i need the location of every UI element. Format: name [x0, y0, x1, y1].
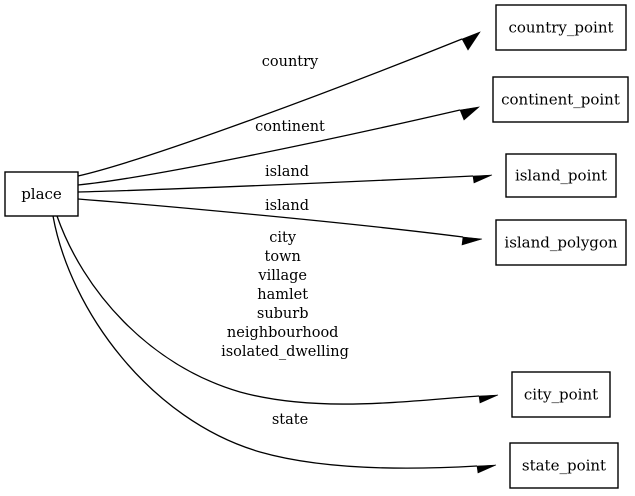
- edge-label-island-polygon: island: [265, 198, 309, 214]
- edge-label-continent: continent: [255, 119, 325, 135]
- node-state-point-box: [509, 442, 619, 489]
- arrowhead-city: [478, 394, 499, 404]
- edge-label-state: state: [272, 412, 308, 428]
- node-city-point-box: [511, 371, 611, 418]
- node-island-polygon[interactable]: island_polygon: [495, 219, 627, 266]
- node-island-polygon-box: [495, 219, 627, 266]
- edge-label-city-line-1: city: [269, 230, 297, 246]
- edge-path-continent: [77, 109, 461, 186]
- node-country-point-label: country_point: [508, 19, 613, 37]
- edge-path-country: [77, 38, 463, 177]
- edge-label-island-point: island: [265, 164, 309, 180]
- edge-label-city-group: city town village hamlet suburb neighbou…: [221, 230, 349, 360]
- node-country-point-box: [495, 4, 627, 51]
- edge-label-city-line-7: isolated_dwelling: [221, 344, 349, 360]
- edges-layer: country continent island island: [52, 31, 499, 474]
- node-island-point-box: [505, 153, 617, 198]
- edge-path-state: [52, 215, 478, 469]
- edge-label-city-line-5: suburb: [257, 306, 309, 322]
- node-state-point-label: state_point: [522, 457, 606, 475]
- edge-place-to-continent-point[interactable]: continent: [77, 106, 480, 186]
- edge-place-to-country-point[interactable]: country: [77, 31, 481, 177]
- edge-place-to-island-polygon[interactable]: island: [77, 198, 483, 246]
- edge-path-island-point: [77, 175, 474, 193]
- node-city-point-label: city_point: [524, 386, 598, 404]
- edge-place-to-state-point[interactable]: state: [52, 215, 497, 474]
- node-continent-point-label: continent_point: [501, 91, 620, 109]
- node-island-point[interactable]: island_point: [505, 153, 617, 198]
- edge-label-city-line-3: village: [257, 268, 307, 284]
- arrowhead-continent: [459, 106, 480, 121]
- node-island-point-label: island_point: [515, 167, 607, 185]
- arrowhead-state: [476, 464, 497, 474]
- edge-path-island-polygon: [77, 198, 464, 238]
- node-place-box: [4, 171, 79, 217]
- edge-path-city: [56, 215, 480, 405]
- node-continent-point-box: [492, 76, 629, 123]
- edge-label-country: country: [262, 54, 319, 70]
- arrowhead-country: [461, 31, 481, 51]
- node-city-point[interactable]: city_point: [511, 371, 611, 418]
- arrowhead-island-point: [472, 174, 493, 184]
- edge-label-city-line-4: hamlet: [257, 287, 308, 303]
- node-island-polygon-label: island_polygon: [504, 234, 618, 252]
- edge-label-city-line-2: town: [265, 249, 301, 265]
- arrowhead-island-polygon: [461, 236, 483, 246]
- edge-place-to-island-point[interactable]: island: [77, 164, 493, 193]
- edge-place-to-city-point[interactable]: city town village hamlet suburb neighbou…: [56, 215, 499, 405]
- node-country-point[interactable]: country_point: [495, 4, 627, 51]
- edge-label-city-line-6: neighbourhood: [227, 325, 339, 341]
- node-place[interactable]: place: [4, 171, 79, 217]
- node-continent-point[interactable]: continent_point: [492, 76, 629, 123]
- node-state-point[interactable]: state_point: [509, 442, 619, 489]
- node-place-label: place: [21, 185, 62, 203]
- nodes-layer: place country_point continent_point isla…: [4, 4, 629, 489]
